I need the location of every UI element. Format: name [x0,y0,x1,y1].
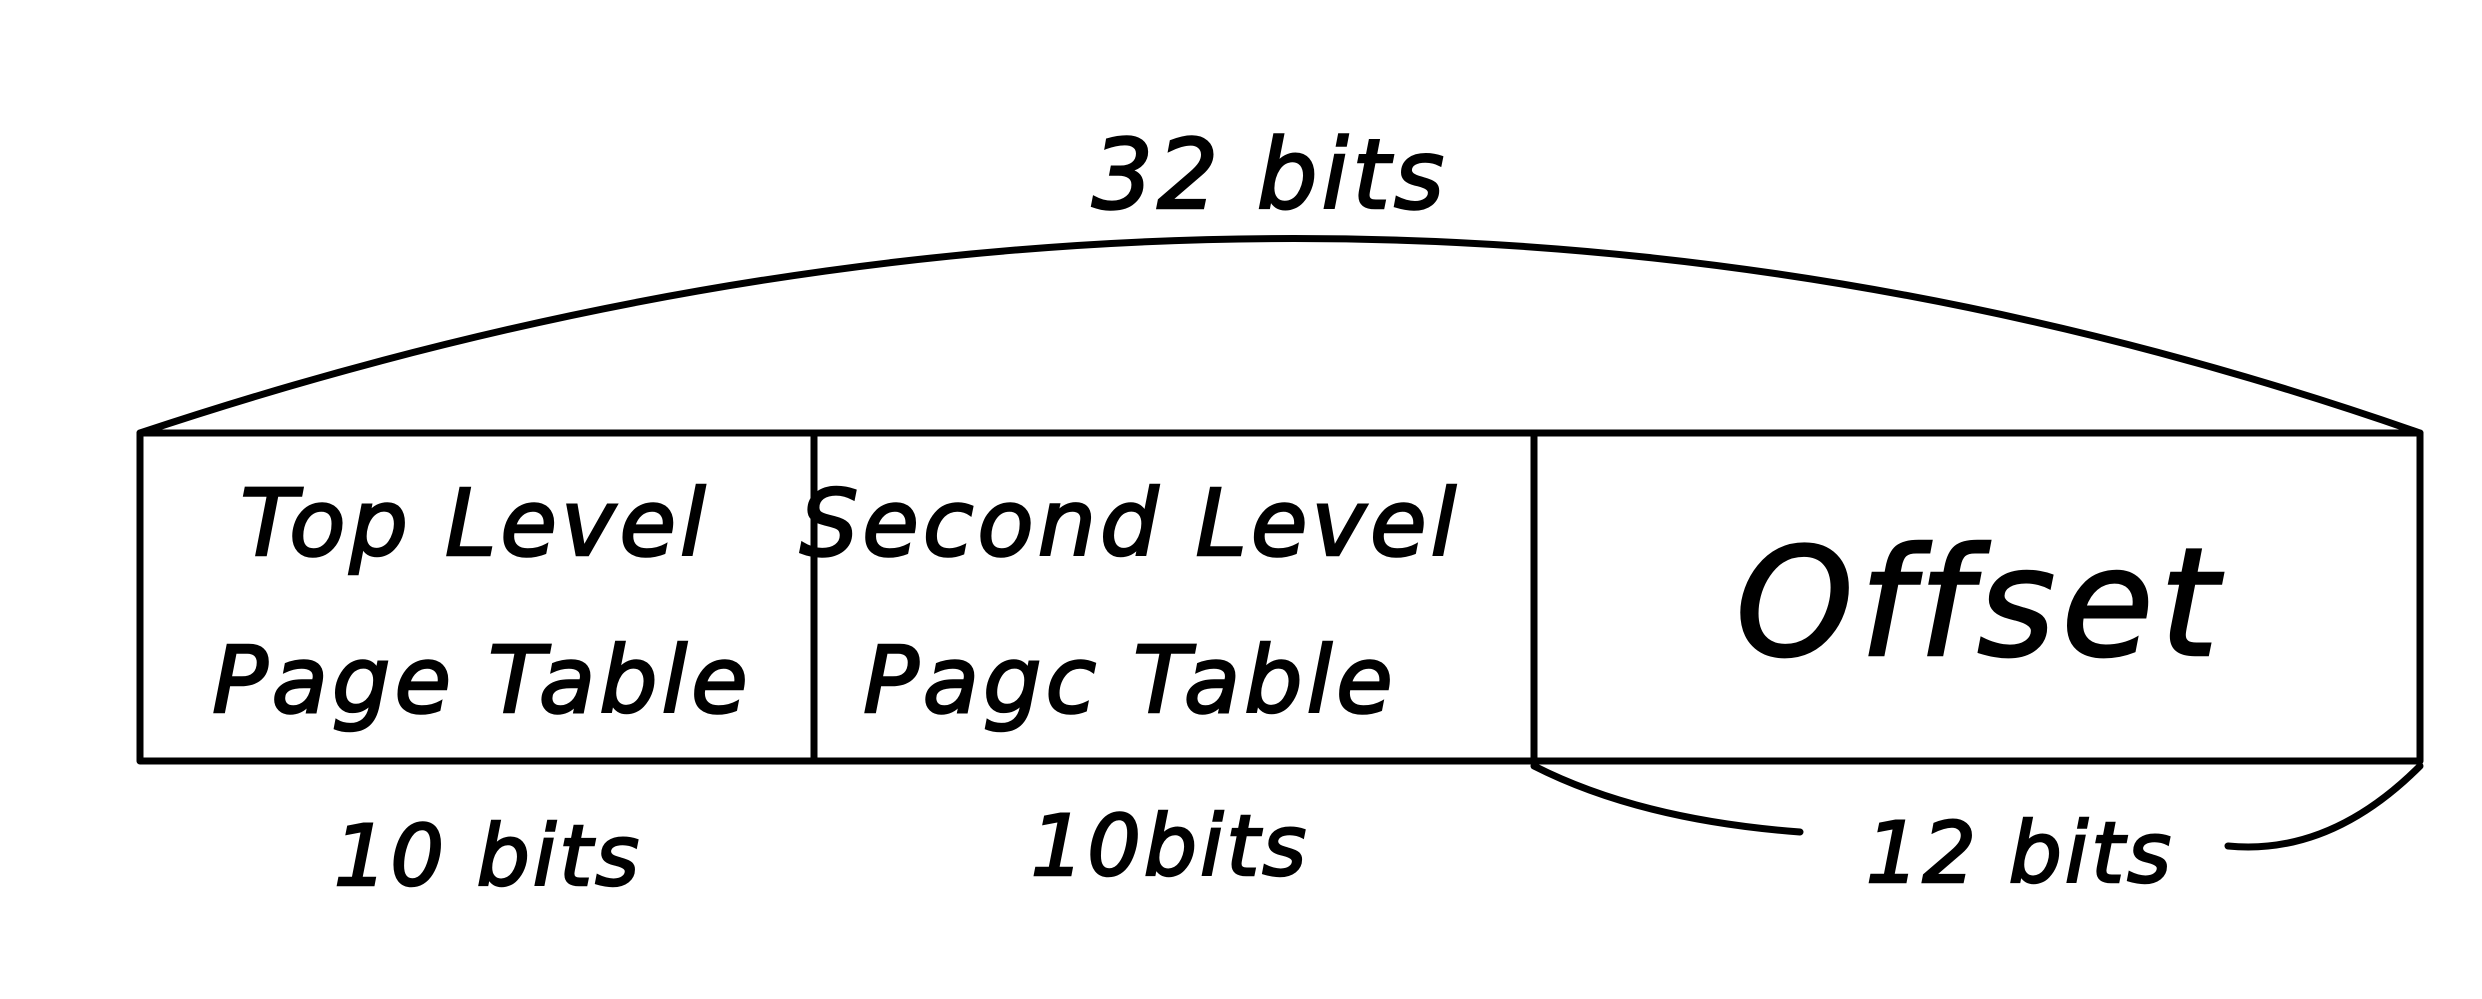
second-level-line-1: Second Level [800,470,1460,577]
top-level-width-label: 10 bits [334,807,642,905]
total-width-arc [136,235,2424,437]
offset-label: Offset [1736,517,2225,691]
address-fields [136,429,2424,765]
field-box-offset [1530,429,2424,765]
total-width-label: 32 bits [1092,119,1448,231]
offset-width-brace-right [2224,762,2424,851]
offset-width-brace-left [1530,762,1804,836]
offset-width-label: 12 bits [1866,804,2174,902]
second-level-width-label: 10bits [1031,797,1309,895]
second-level-line-2: Pagc Table [863,627,1397,734]
top-level-line-2: Page Table [212,627,752,734]
top-level-line-1: Top Level [240,470,709,577]
